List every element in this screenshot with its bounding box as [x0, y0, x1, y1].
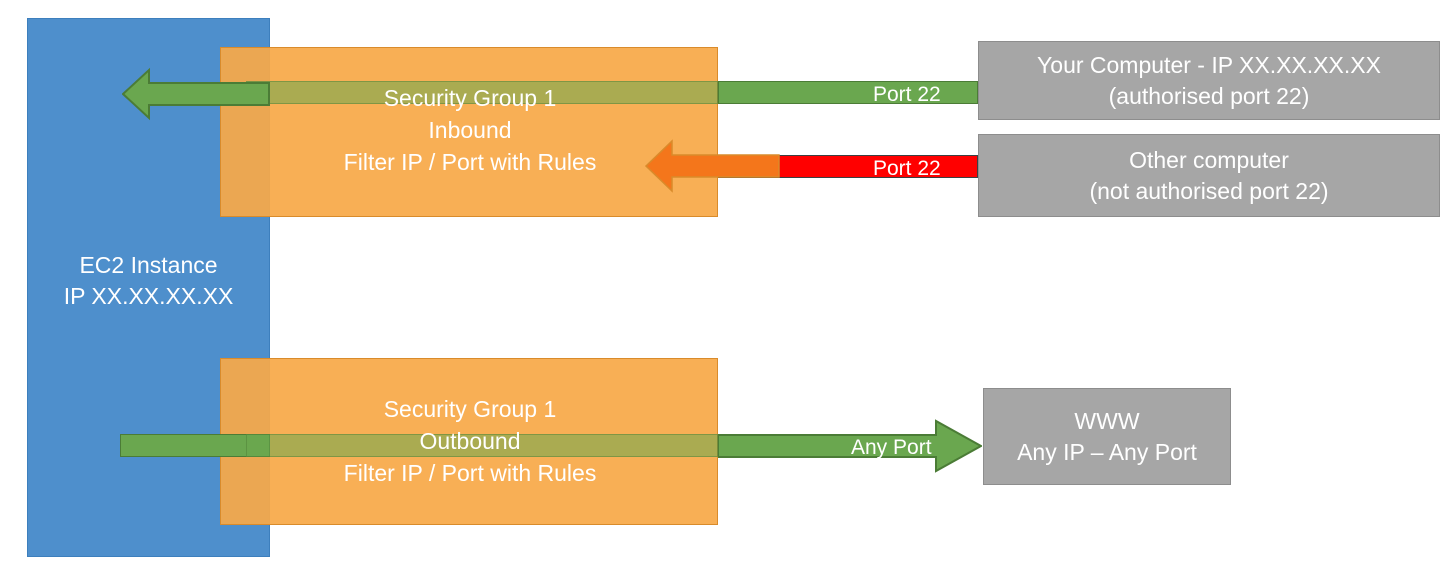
endpoint-www: WWW Any IP – Any Port — [983, 388, 1231, 485]
blocked-inbound-arrow-icon — [645, 139, 780, 193]
ec2-instance-label: EC2 Instance IP XX.XX.XX.XX — [63, 252, 234, 309]
endpoint-other-computer: Other computer (not authorised port 22) — [978, 134, 1440, 217]
security-group-inbound-box — [220, 47, 718, 217]
allowed-inbound-shaft-through-sg — [246, 81, 718, 104]
port-label-allowed-inbound: Port 22 — [873, 83, 941, 106]
endpoint-your-computer: Your Computer - IP XX.XX.XX.XX (authoris… — [978, 41, 1440, 120]
outbound-shaft-through-sg — [246, 434, 718, 457]
port-label-blocked-inbound: Port 22 — [873, 157, 941, 180]
allowed-inbound-arrow-icon — [122, 67, 270, 121]
port-label-outbound: Any Port — [851, 436, 932, 459]
allowed-inbound-shaft — [718, 81, 978, 104]
outbound-arrow-icon — [718, 419, 982, 473]
